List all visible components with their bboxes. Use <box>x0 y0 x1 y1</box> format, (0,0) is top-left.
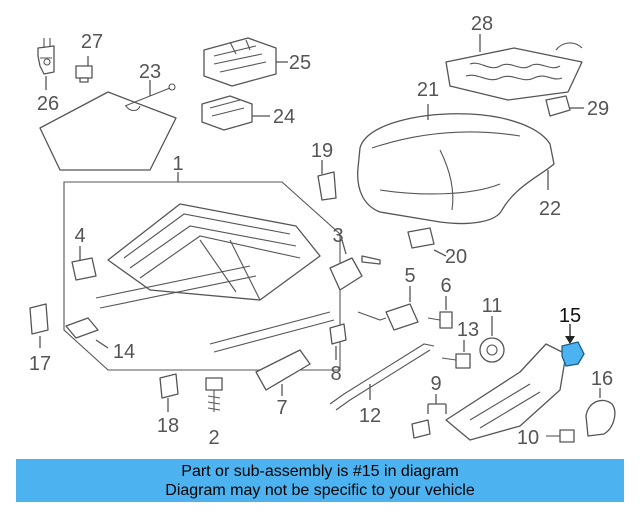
callout-5: 5 <box>404 265 415 287</box>
part-15-drawing <box>561 324 585 367</box>
callout-21: 21 <box>417 79 439 101</box>
callout-14: 14 <box>113 341 135 363</box>
callout-15: 15 <box>559 305 581 327</box>
part-14-drawing <box>65 317 109 349</box>
callout-28: 28 <box>471 13 493 35</box>
part-28-drawing <box>445 34 583 101</box>
part-10-drawing <box>546 429 575 443</box>
part-1-drawing <box>63 172 341 371</box>
callout-18: 18 <box>157 415 179 437</box>
callout-27: 27 <box>81 31 103 53</box>
callout-11: 11 <box>482 295 503 317</box>
callout-19: 19 <box>311 140 333 162</box>
callout-29: 29 <box>587 98 609 120</box>
part-27-drawing <box>75 56 93 83</box>
part-2-drawing <box>205 377 223 412</box>
part-15-highlight <box>561 341 585 367</box>
callout-10: 10 <box>517 427 539 449</box>
part-13-drawing <box>441 340 471 369</box>
info-banner: Part or sub-assembly is #15 in diagram D… <box>16 459 624 502</box>
banner-line-2: Diagram may not be specific to your vehi… <box>165 482 475 499</box>
part-5-drawing <box>357 286 419 331</box>
part-24-drawing <box>201 95 270 131</box>
part-19-drawing <box>317 160 337 201</box>
part-3-drawing <box>329 239 381 291</box>
part-17-drawing <box>29 303 49 348</box>
callout-26: 26 <box>37 93 59 115</box>
callout-3: 3 <box>332 225 343 247</box>
part-20-drawing <box>407 227 447 257</box>
banner-line-1: Part or sub-assembly is #15 in diagram <box>181 463 459 480</box>
callout-9: 9 <box>430 373 441 395</box>
part-9-drawing <box>411 343 567 441</box>
callout-13: 13 <box>457 319 479 341</box>
callout-7: 7 <box>276 397 287 419</box>
part-6-drawing <box>427 296 453 329</box>
part-16-drawing <box>585 388 616 437</box>
part-8-drawing <box>329 323 347 360</box>
callout-2: 2 <box>208 427 219 449</box>
part-29-drawing <box>545 95 584 117</box>
callout-6: 6 <box>440 275 451 297</box>
callout-17: 17 <box>29 353 51 375</box>
part-4-drawing <box>71 246 97 281</box>
callout-8: 8 <box>330 363 341 385</box>
part-21-drawing <box>357 104 555 225</box>
callout-23: 23 <box>139 61 161 83</box>
callout-25: 25 <box>289 52 311 74</box>
callout-22: 22 <box>539 198 561 220</box>
part-25-drawing <box>203 37 288 87</box>
callouts: 1 2 3 4 5 6 7 8 9 10 11 12 13 14 15 16 1… <box>29 13 613 449</box>
part-15-arrow <box>565 336 575 344</box>
part-23-drawing <box>39 80 177 171</box>
part-7-drawing <box>255 349 311 396</box>
callout-20: 20 <box>445 246 467 268</box>
callout-1: 1 <box>172 153 183 175</box>
callout-16: 16 <box>591 368 613 390</box>
part-12-drawing <box>329 343 435 411</box>
part-26-drawing <box>37 38 55 90</box>
callout-4: 4 <box>74 225 85 247</box>
callout-24: 24 <box>273 106 295 128</box>
callout-12: 12 <box>359 405 381 427</box>
part-18-drawing <box>159 373 179 412</box>
part-11-drawing <box>479 316 505 363</box>
